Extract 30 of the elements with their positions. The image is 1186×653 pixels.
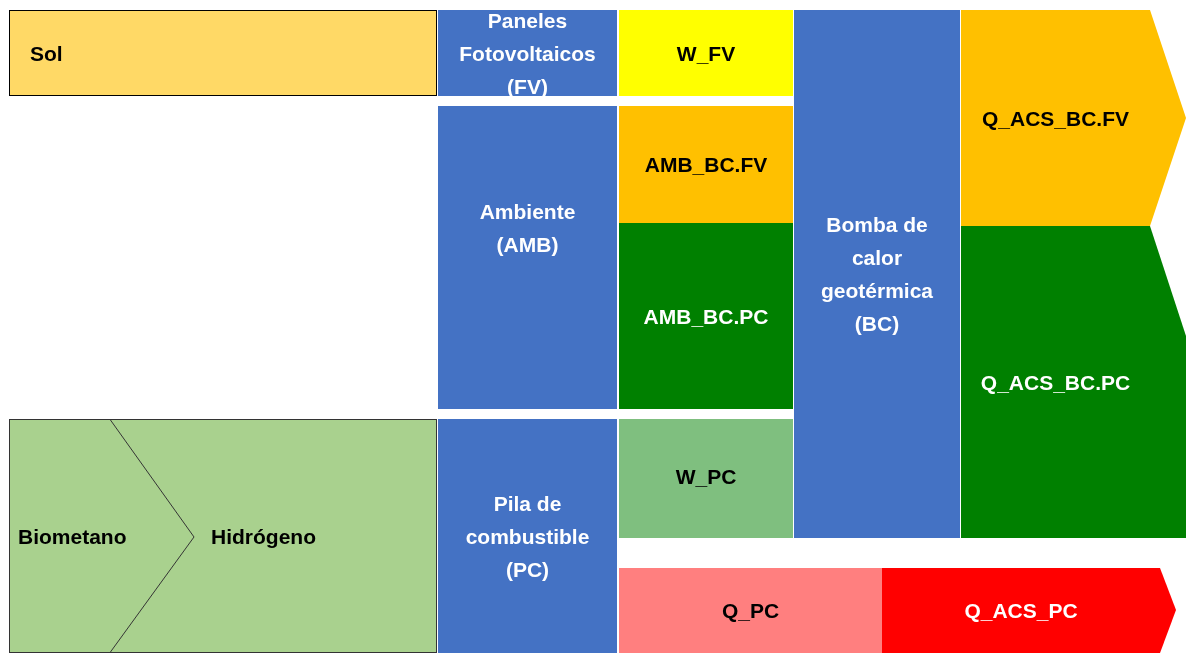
flow-block [619,568,882,653]
flow-block [619,10,793,96]
source-block [9,10,437,96]
block-label: W_FV [676,40,736,67]
fuel-block [9,419,195,653]
block-label: Q_ACS_BC.FV [982,105,1129,132]
block-label: Biometano [18,523,127,550]
block-label: Hidrógeno [211,523,316,550]
converter-block [438,10,617,96]
block-label: Bomba de calor geotérmica (BC) [819,212,934,337]
converter-block [438,419,617,653]
block-label: Paneles Fotovoltaicos (FV) [458,7,597,100]
block-label: Q_ACS_BC.PC [980,369,1131,396]
converter-block [794,10,960,538]
block-label: Q_ACS_PC [964,598,1078,624]
fuel-block [195,419,437,653]
block-label: Pila de combustible (PC) [464,490,591,583]
block-label: Sol [30,40,63,67]
block-label: Ambiente (AMB) [478,198,577,258]
block-label: AMB_BC.PC [643,303,769,330]
source-block [438,106,617,409]
output-band [961,226,1186,538]
output-band [882,568,1176,653]
flow-block [619,223,793,409]
flow-block [619,419,793,538]
block-label: AMB_BC.FV [644,152,768,178]
flow-block [619,106,793,223]
output-band [961,10,1186,226]
block-label: Q_PC [721,598,780,624]
block-label: W_PC [675,464,737,490]
